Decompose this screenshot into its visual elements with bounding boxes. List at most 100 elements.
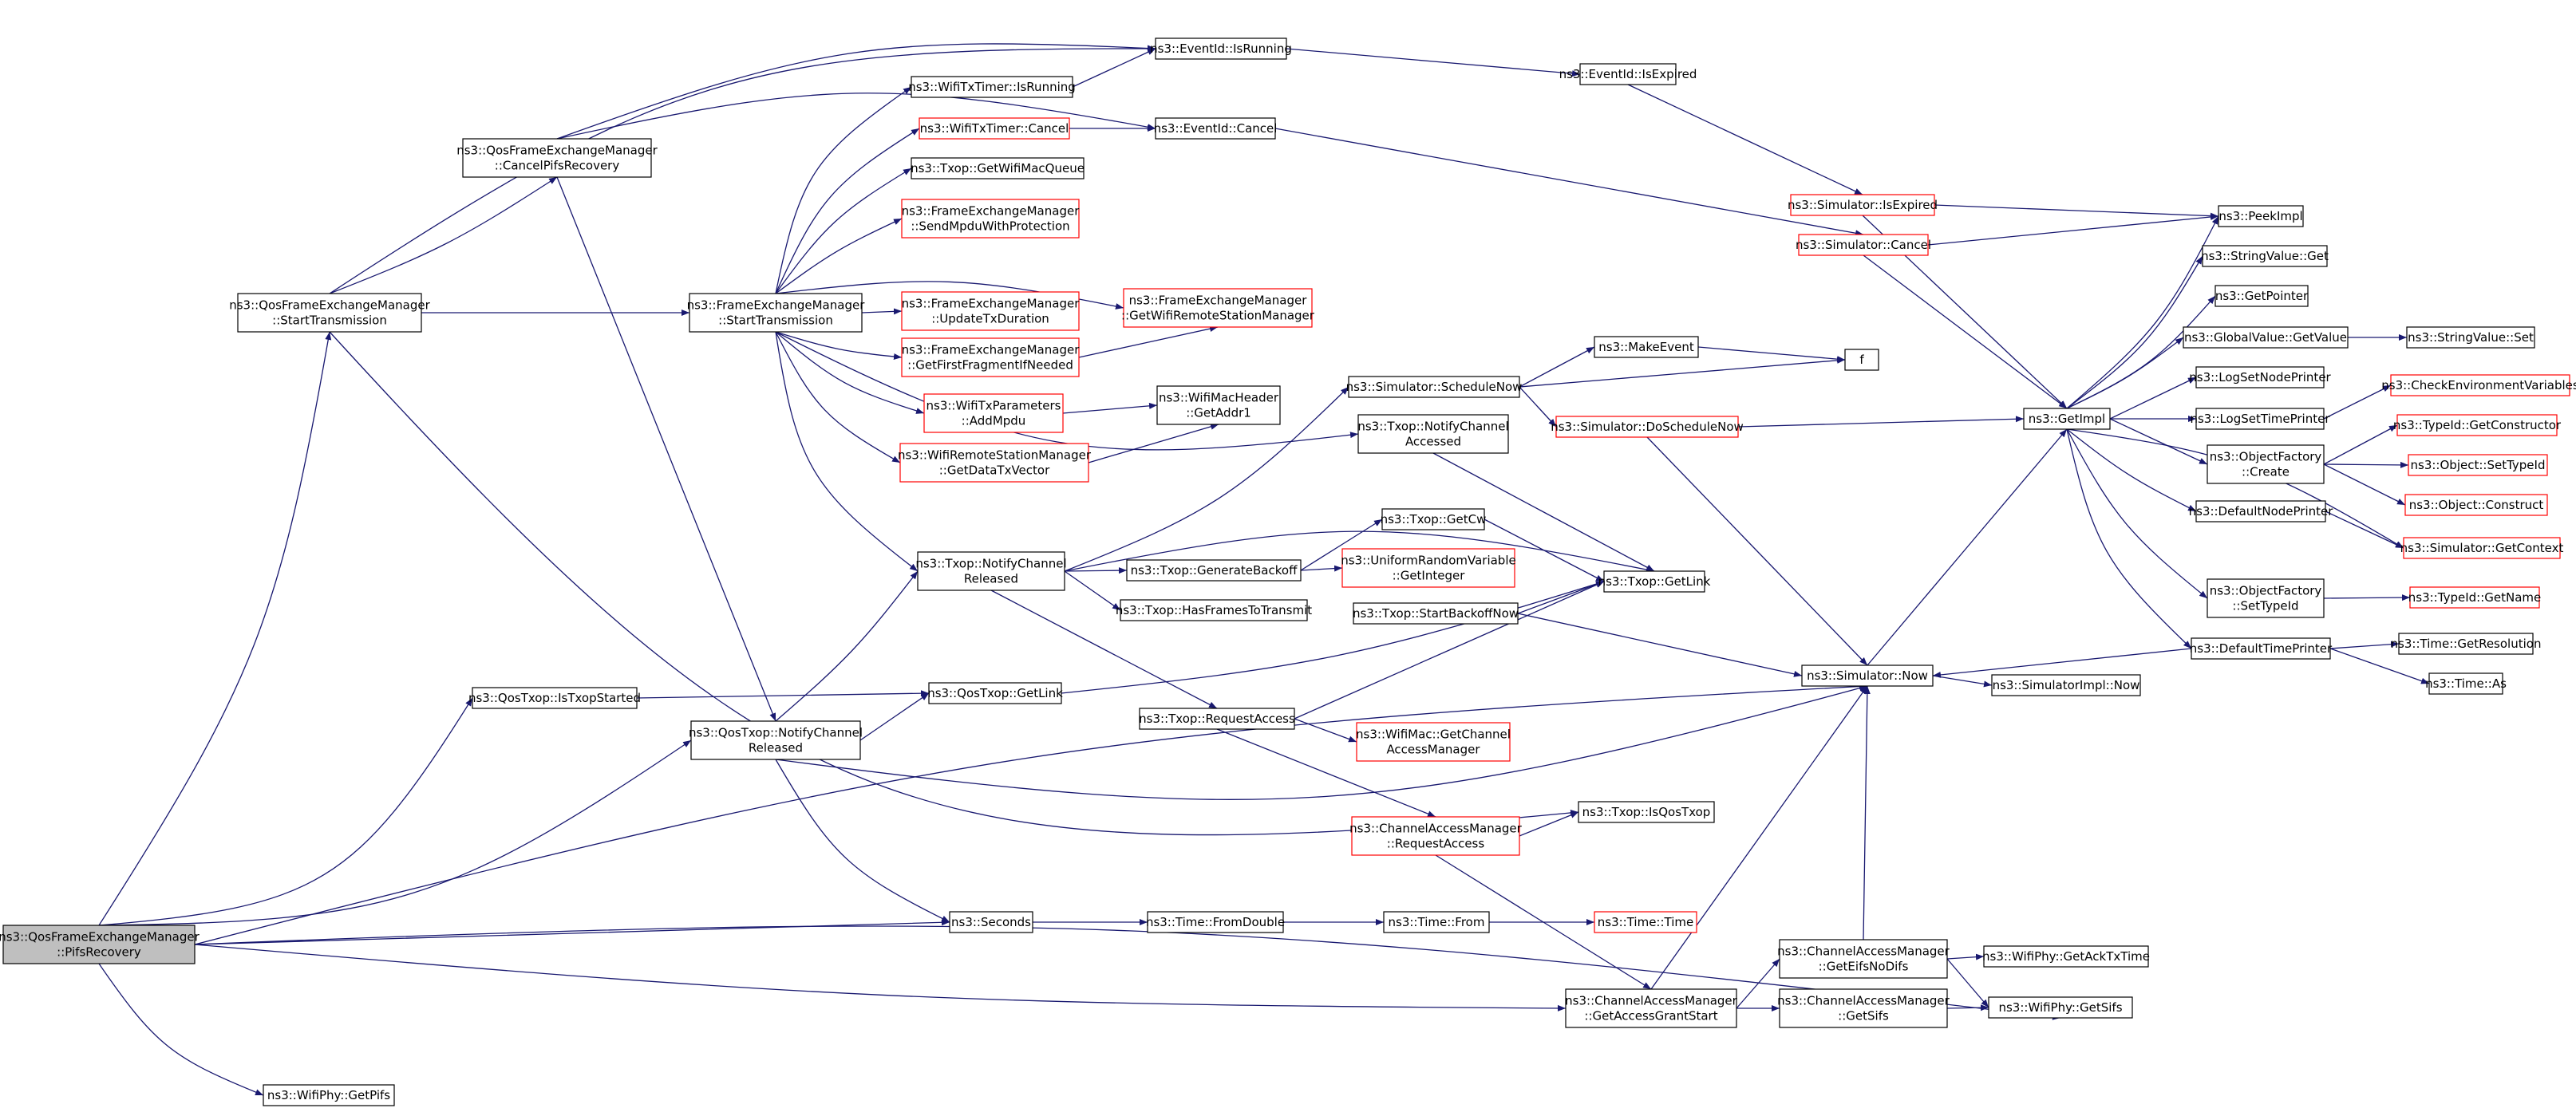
node-of_create[interactable]: ns3::ObjectFactory::Create bbox=[2207, 444, 2325, 484]
node-txop_getlink[interactable]: ns3::Txop::GetLink bbox=[1598, 570, 1711, 593]
node-label: ns3::Object::SetTypeId bbox=[2411, 458, 2546, 472]
node-txop_getcw[interactable]: ns3::Txop::GetCw bbox=[1381, 508, 1487, 530]
node-sim_getctx[interactable]: ns3::Simulator::GetContext bbox=[2400, 537, 2564, 559]
node-label: ns3::WifiPhy::GetAckTxTime bbox=[1982, 949, 2150, 964]
node-box bbox=[2207, 444, 2325, 484]
node-addmpdu[interactable]: ns3::WifiTxParameters::AddMpdu bbox=[923, 393, 1064, 433]
edge-sim_now-to-simimpl_now bbox=[1932, 675, 1993, 688]
node-simimpl_now[interactable]: ns3::SimulatorImpl::Now bbox=[1991, 674, 2141, 696]
node-dtp[interactable]: ns3::DefaultTimePrinter bbox=[2190, 637, 2333, 660]
node-box bbox=[2398, 633, 2534, 655]
node-gv_get[interactable]: ns3::GlobalValue::GetValue bbox=[2183, 326, 2349, 349]
node-f[interactable]: f bbox=[1844, 349, 1879, 371]
node-box bbox=[1991, 674, 2141, 696]
node-box bbox=[1565, 988, 1737, 1028]
node-txop_hft[interactable]: ns3::Txop::HasFramesToTransmit bbox=[1116, 599, 1312, 621]
node-cam_reqacc[interactable]: ns3::ChannelAccessManager::RequestAccess bbox=[1349, 816, 1523, 856]
node-cpr[interactable]: ns3::QosFrameExchangeManager::CancelPifs… bbox=[456, 138, 658, 178]
edge-getimpl-to-dtp bbox=[2066, 428, 2192, 649]
node-time_as[interactable]: ns3::Time::As bbox=[2425, 672, 2507, 695]
node-isrun[interactable]: ns3::EventId::IsRunning bbox=[1150, 37, 1292, 60]
edge-of_create-to-obj_settid bbox=[2323, 461, 2409, 468]
node-of_settid[interactable]: ns3::ObjectFactory::SetTypeId bbox=[2207, 578, 2325, 618]
node-dnp[interactable]: ns3::DefaultNodePrinter bbox=[2189, 500, 2334, 522]
node-box bbox=[1983, 945, 2149, 968]
node-strval_set[interactable]: ns3::StringValue::Set bbox=[2406, 326, 2535, 349]
node-pifs[interactable]: ns3::QosFrameExchangeManager::PifsRecove… bbox=[0, 925, 200, 964]
node-box bbox=[2390, 374, 2570, 396]
node-label: ::SendMpduWithProtection bbox=[911, 219, 1069, 234]
edge-isexp-to-sim_isexp bbox=[1627, 84, 1863, 195]
node-gdtv[interactable]: ns3::WifiRemoteStationManager::GetDataTx… bbox=[898, 443, 1092, 483]
node-phy_getacktx[interactable]: ns3::WifiPhy::GetAckTxTime bbox=[1982, 945, 2150, 968]
node-box bbox=[1844, 349, 1879, 371]
node-label: ns3::Txop::IsQosTxop bbox=[1582, 805, 1711, 819]
node-strval_get[interactable]: ns3::StringValue::Get bbox=[2201, 245, 2329, 267]
node-label: ns3::Txop::NotifyChannel bbox=[915, 557, 1066, 571]
node-lsnp[interactable]: ns3::LogSetNodePrinter bbox=[2189, 366, 2332, 388]
node-txop_sbn[interactable]: ns3::Txop::StartBackoffNow bbox=[1353, 602, 1519, 625]
node-box bbox=[1356, 722, 1511, 762]
node-getwmq[interactable]: ns3::Txop::GetWifiMacQueue bbox=[911, 157, 1085, 179]
edge-cam_gend-to-phy_getacktx bbox=[1946, 953, 1985, 960]
node-sim_cancel[interactable]: ns3::Simulator::Cancel bbox=[1796, 234, 1931, 256]
node-wtt_cancel[interactable]: ns3::WifiTxTimer::Cancel bbox=[919, 117, 1070, 140]
node-time_time[interactable]: ns3::Time::Time bbox=[1594, 911, 1697, 933]
node-time_from[interactable]: ns3::Time::From bbox=[1383, 911, 1490, 933]
node-sim_schednow[interactable]: ns3::Simulator::ScheduleNow bbox=[1346, 376, 1523, 398]
node-cev[interactable]: ns3::CheckEnvironmentVariables bbox=[2381, 374, 2576, 396]
node-fem_st[interactable]: ns3::FrameExchangeManager::StartTransmis… bbox=[687, 293, 866, 333]
node-txop_reqacc[interactable]: ns3::Txop::RequestAccess bbox=[1139, 708, 1295, 730]
node-cam_getsifs[interactable]: ns3::ChannelAccessManager::GetSifs bbox=[1777, 988, 1950, 1028]
node-obj_construct[interactable]: ns3::Object::Construct bbox=[2404, 494, 2548, 516]
node-box bbox=[911, 157, 1085, 179]
node-sim_now[interactable]: ns3::Simulator::Now bbox=[1801, 664, 1934, 687]
node-txop_genbo[interactable]: ns3::Txop::GenerateBackoff bbox=[1126, 559, 1302, 582]
node-cam_gend[interactable]: ns3::ChannelAccessManager::GetEifsNoDifs bbox=[1777, 939, 1950, 979]
node-getaddr1[interactable]: ns3::WifiMacHeader::GetAddr1 bbox=[1156, 385, 1281, 425]
node-lstp[interactable]: ns3::LogSetTimePrinter bbox=[2190, 408, 2330, 430]
node-cam_gags[interactable]: ns3::ChannelAccessManager::GetAccessGran… bbox=[1565, 988, 1738, 1028]
node-label: ns3::QosTxop::GetLink bbox=[927, 686, 1063, 700]
node-label: ns3::FrameExchangeManager bbox=[902, 204, 1081, 219]
node-gffin[interactable]: ns3::FrameExchangeManager::GetFirstFragm… bbox=[901, 337, 1081, 377]
node-sim_doschednow[interactable]: ns3::Simulator::DoScheduleNow bbox=[1551, 416, 1744, 438]
node-phy_getpifs[interactable]: ns3::WifiPhy::GetPifs bbox=[263, 1084, 395, 1106]
node-qtxop_started[interactable]: ns3::QosTxop::IsTxopStarted bbox=[468, 687, 641, 709]
node-box bbox=[1156, 385, 1281, 425]
node-phy_getsifs[interactable]: ns3::WifiPhy::GetSifs bbox=[1988, 996, 2133, 1019]
node-qtxop_getlink[interactable]: ns3::QosTxop::GetLink bbox=[927, 682, 1063, 704]
edge-sim_cancel-to-peekimpl bbox=[1927, 214, 2219, 246]
edge-cam_gend-to-phy_getsifs bbox=[1946, 958, 1989, 1008]
node-time_getres[interactable]: ns3::Time::GetResolution bbox=[2391, 633, 2542, 655]
node-obj_settid[interactable]: ns3::Object::SetTypeId bbox=[2408, 454, 2548, 476]
node-wtt_isrun[interactable]: ns3::WifiTxTimer::IsRunning bbox=[908, 76, 1076, 98]
node-label: ns3::Txop::RequestAccess bbox=[1139, 712, 1295, 726]
node-urv_getint[interactable]: ns3::UniformRandomVariable::GetInteger bbox=[1341, 548, 1516, 588]
node-txop_isqos[interactable]: ns3::Txop::IsQosTxop bbox=[1578, 801, 1715, 823]
node-label: ns3::FrameExchangeManager bbox=[687, 298, 866, 313]
node-tid_getname[interactable]: ns3::TypeId::GetName bbox=[2408, 586, 2541, 609]
edge-sim_doschednow-to-sim_now bbox=[1646, 436, 1868, 666]
node-makeevent[interactable]: ns3::MakeEvent bbox=[1594, 336, 1699, 358]
node-sim_isexp[interactable]: ns3::Simulator::IsExpired bbox=[1788, 194, 1938, 216]
node-getimpl[interactable]: ns3::GetImpl bbox=[2023, 408, 2111, 430]
node-tid_getc[interactable]: ns3::TypeId::GetConstructor bbox=[2393, 414, 2562, 436]
node-isexp[interactable]: ns3::EventId::IsExpired bbox=[1559, 63, 1697, 85]
node-st[interactable]: ns3::QosFrameExchangeManager::StartTrans… bbox=[229, 293, 431, 333]
node-smwp[interactable]: ns3::FrameExchangeManager::SendMpduWithP… bbox=[901, 199, 1081, 239]
node-label: ::GetSifs bbox=[1838, 1009, 1889, 1023]
edge-txop_genbo-to-txop_getcw bbox=[1300, 519, 1383, 571]
node-peekimpl[interactable]: ns3::PeekImpl bbox=[2218, 205, 2304, 227]
node-utd[interactable]: ns3::FrameExchangeManager::UpdateTxDurat… bbox=[901, 291, 1081, 331]
node-seconds[interactable]: ns3::Seconds bbox=[949, 911, 1033, 933]
node-getptr[interactable]: ns3::GetPointer bbox=[2214, 285, 2309, 307]
node-gwrsm[interactable]: ns3::FrameExchangeManager::GetWifiRemote… bbox=[1121, 288, 1315, 328]
node-label: Released bbox=[964, 572, 1018, 586]
node-time_fromdbl[interactable]: ns3::Time::FromDouble bbox=[1146, 911, 1285, 933]
node-evcancel[interactable]: ns3::EventId::Cancel bbox=[1154, 117, 1278, 140]
